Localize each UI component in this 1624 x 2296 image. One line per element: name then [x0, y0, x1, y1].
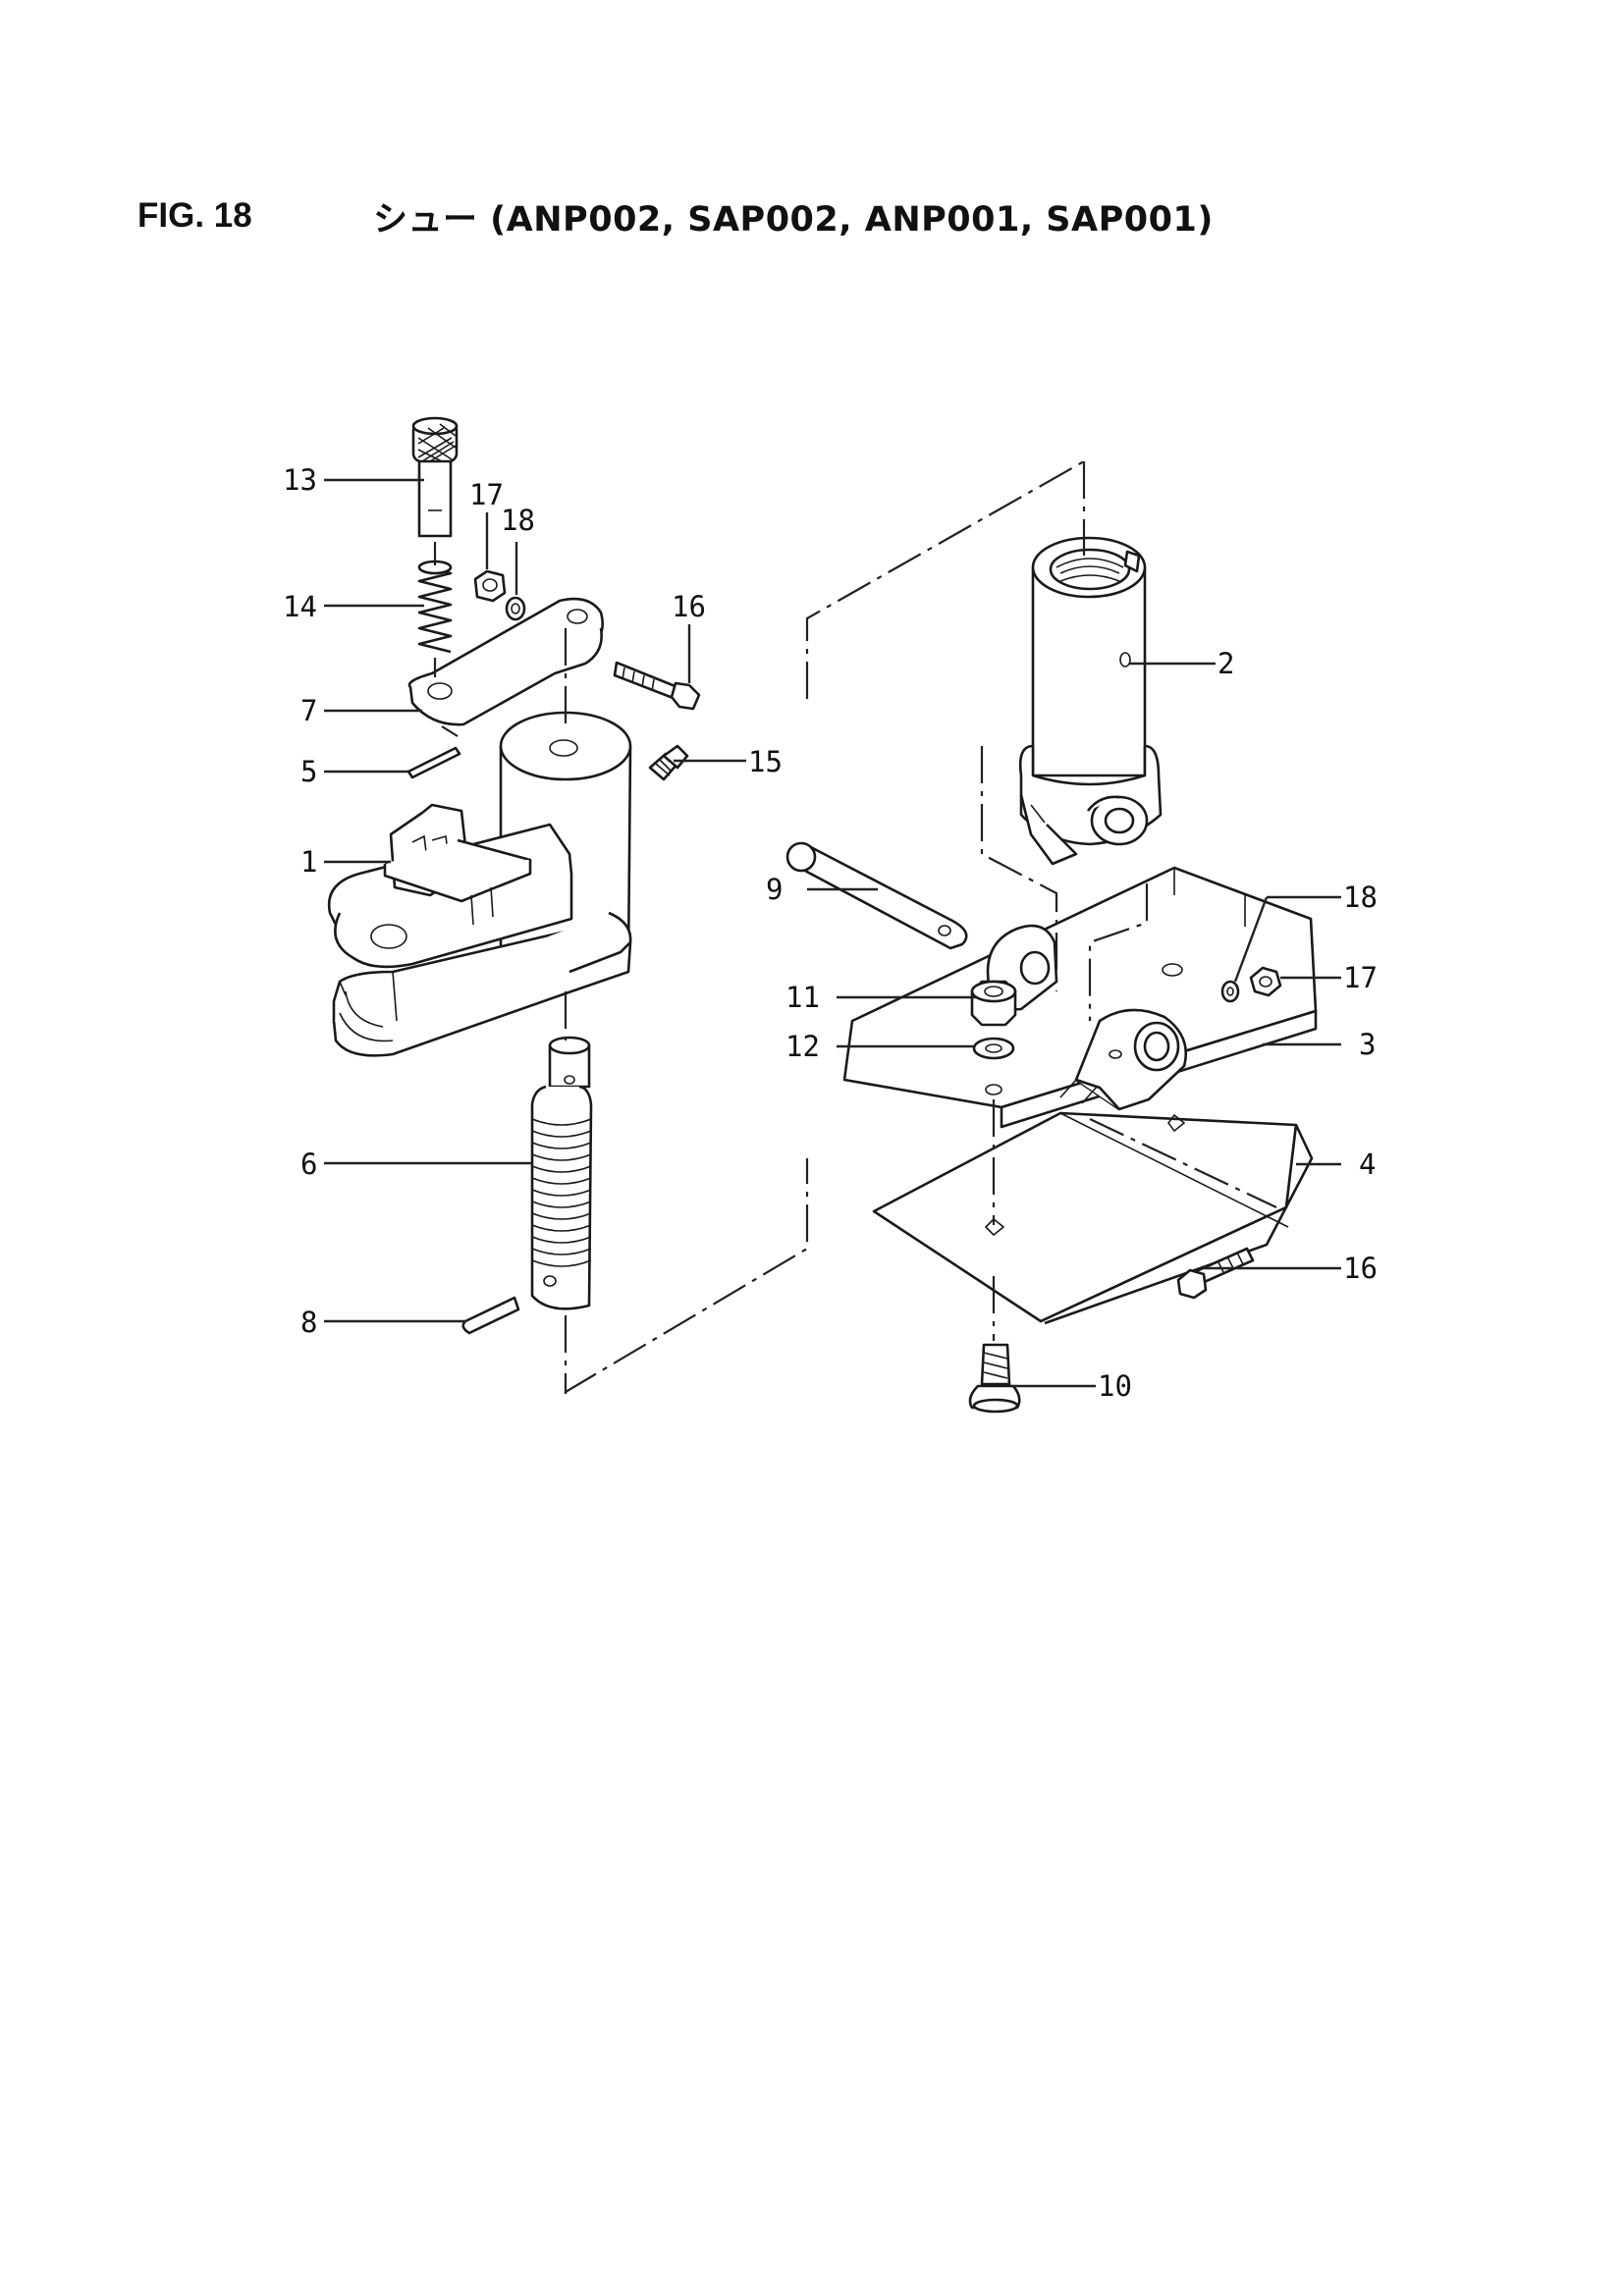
part-18-washer-right [1220, 980, 1240, 1003]
centerline-frame [805, 460, 1085, 699]
callout-3: 3 [1359, 1028, 1376, 1061]
part-9-long-pin [785, 841, 968, 950]
part-4-shoe-plate [872, 1111, 1314, 1325]
callout-15: 15 [748, 745, 783, 778]
figure-number: FIG. 18 [137, 196, 252, 235]
callout-16-left: 16 [672, 590, 706, 623]
part-16-bolt-left [613, 661, 701, 711]
part-18-washer-left [505, 596, 526, 621]
part-14-spring [417, 560, 453, 654]
centerline-frame-lower [564, 1158, 809, 1394]
part-10-screw [968, 1343, 1021, 1414]
callout-5: 5 [300, 755, 317, 788]
callout-4: 4 [1359, 1148, 1376, 1181]
callout-12: 12 [785, 1030, 820, 1063]
callout-6: 6 [300, 1148, 317, 1181]
part-11-nut [970, 980, 1017, 1027]
part-17-nut-left [473, 569, 507, 603]
callout-9: 9 [766, 873, 783, 906]
leader-lines [324, 478, 1341, 1388]
callout-labels: 13 17 18 14 16 7 5 15 1 6 8 2 9 18 17 11… [283, 463, 1378, 1403]
part-17-nut-right [1249, 966, 1282, 997]
part-1-shoe-body [327, 711, 632, 1057]
callout-7: 7 [300, 694, 317, 727]
figure-title: シュー (ANP002, SAP002, ANP001, SAP001) [373, 199, 1214, 240]
part-6-threaded-post [530, 1036, 593, 1310]
callout-18-left: 18 [501, 504, 535, 537]
callout-17-left: 17 [469, 478, 504, 511]
figure-header: FIG. 18 シュー (ANP002, SAP002, ANP001, SAP… [137, 187, 1214, 245]
callout-10: 10 [1098, 1369, 1132, 1403]
callout-8: 8 [300, 1306, 317, 1339]
part-2-cylinder [1018, 536, 1163, 866]
left-assembly [327, 416, 701, 1394]
callout-2: 2 [1218, 647, 1234, 680]
callout-17-right: 17 [1343, 961, 1378, 994]
callout-11: 11 [785, 981, 820, 1014]
callout-13: 13 [283, 463, 317, 497]
part-5-pin [406, 746, 461, 779]
callout-14: 14 [283, 590, 317, 623]
right-assembly [785, 461, 1318, 1414]
callout-1: 1 [300, 845, 317, 879]
part-12-washer [972, 1037, 1015, 1095]
part-13-knob-pin [411, 416, 459, 538]
callout-16-right: 16 [1343, 1252, 1378, 1285]
part-16-bolt-right [1176, 1247, 1255, 1300]
part-15-grease-nipple [648, 744, 689, 781]
part-8-pin [461, 1296, 520, 1335]
callout-18-right: 18 [1343, 881, 1378, 914]
part-7-arm [407, 597, 604, 726]
